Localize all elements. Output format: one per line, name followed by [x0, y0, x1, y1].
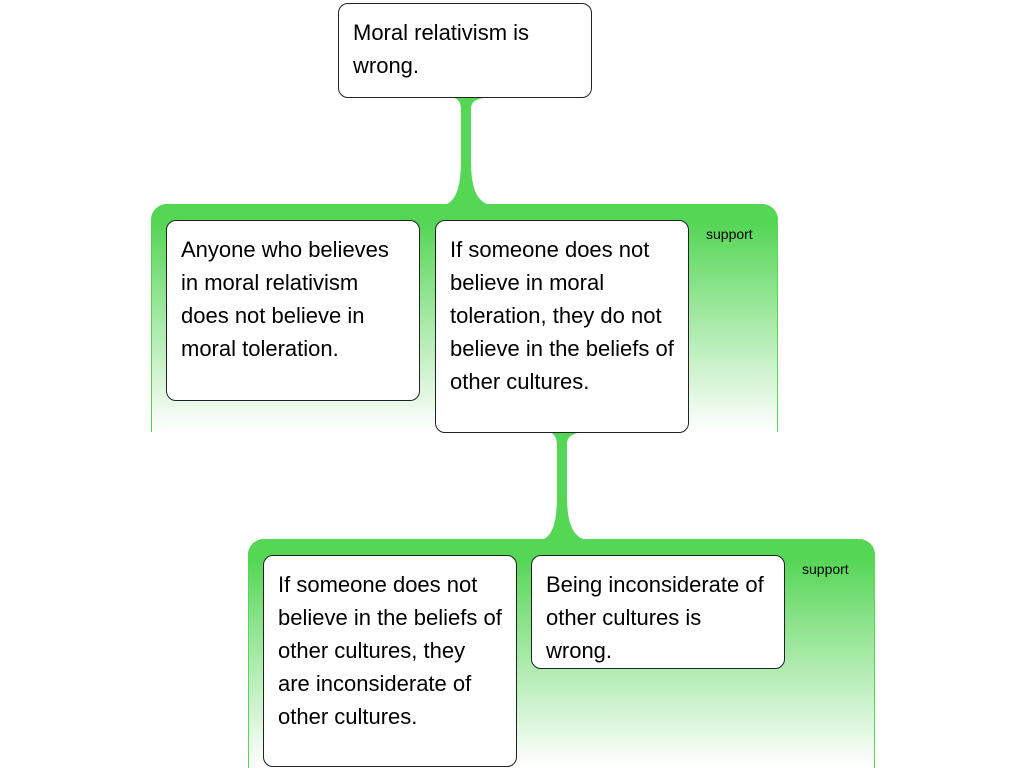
premise-box[interactable]: If someone does not believe in the belie… [263, 555, 517, 767]
root-claim-box[interactable]: Moral relativism is wrong. [338, 3, 592, 98]
support-label: support [802, 561, 849, 577]
support-label: support [706, 226, 753, 242]
connector-root-to-group1 [438, 97, 498, 206]
premise-box[interactable]: If someone does not believe in moral tol… [435, 220, 689, 433]
premise-box[interactable]: Anyone who believes in moral relativism … [166, 220, 420, 401]
premise-box[interactable]: Being inconsiderate of other cultures is… [531, 555, 785, 669]
connector-premise-to-group2 [535, 431, 594, 541]
